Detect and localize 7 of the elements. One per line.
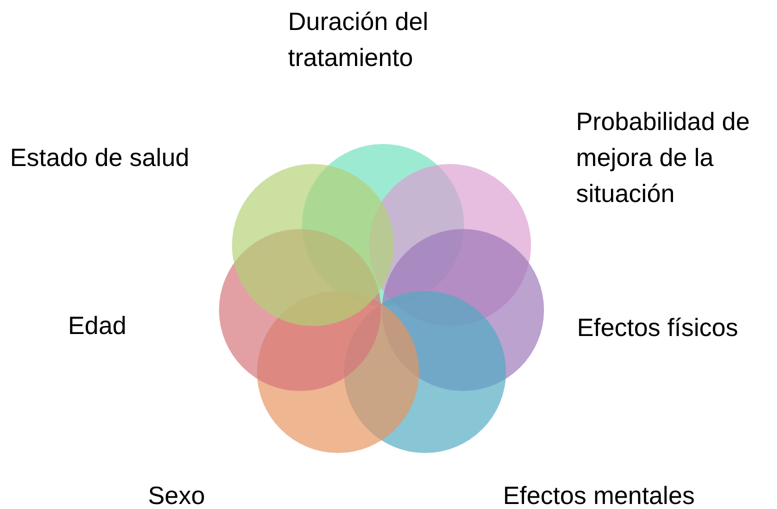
circle-label: Sexo — [148, 481, 206, 509]
circle-label: Estado de salud — [10, 143, 190, 174]
circle-label: Efectos físicos — [577, 313, 740, 344]
circle-label: Duración del tratamiento — [288, 7, 430, 74]
circle-label: Efectos mentales — [503, 481, 696, 509]
circle-label: Edad — [68, 311, 128, 342]
circle-label: Probabilidad de mejora de la situación — [576, 107, 751, 210]
